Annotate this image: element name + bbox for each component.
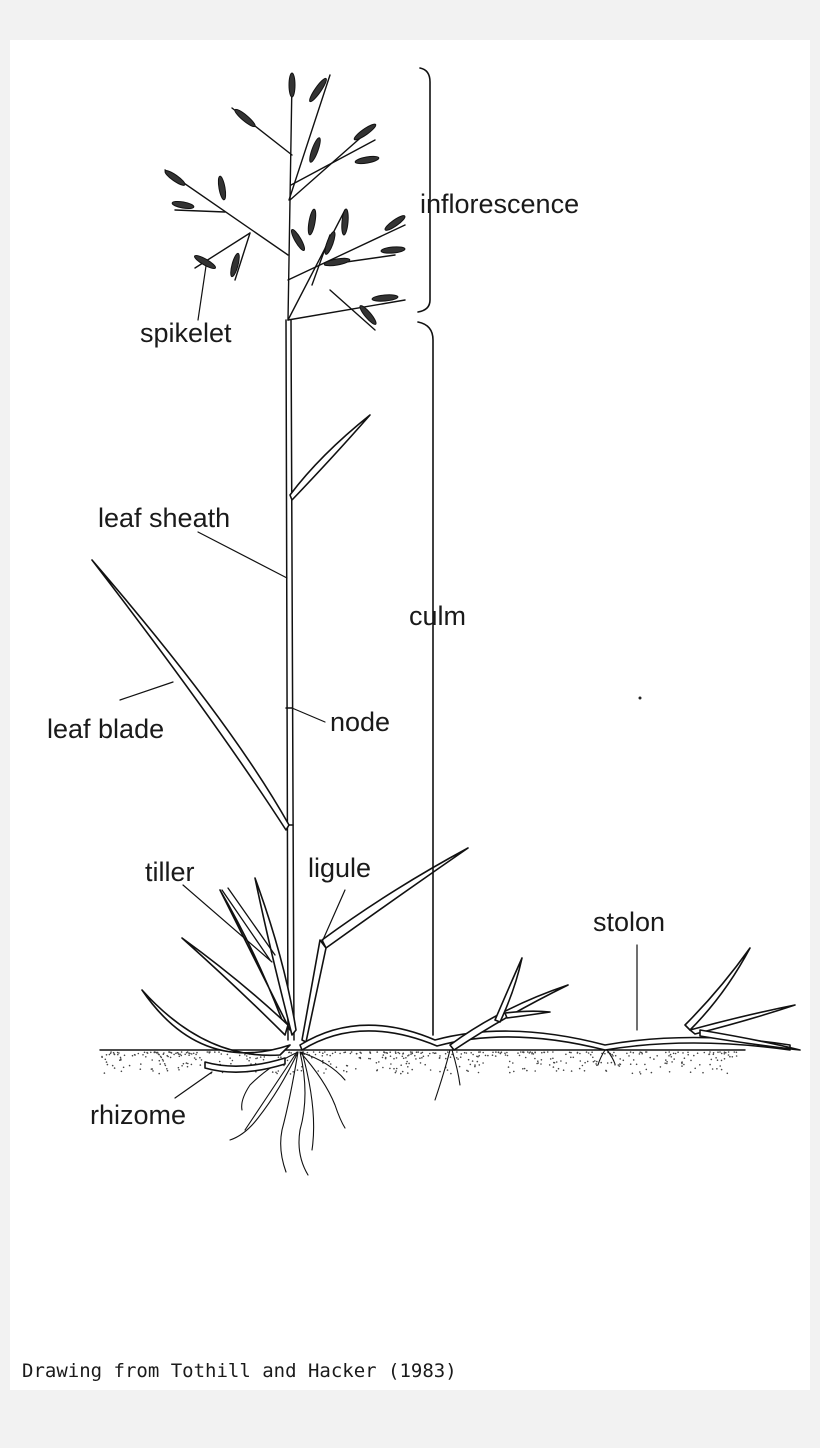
roots [229,1049,616,1176]
label-tiller: tiller [145,857,195,887]
label-rhizome: rhizome [90,1100,186,1130]
label-leaf-sheath: leaf sheath [98,503,230,533]
leaves [91,414,469,1057]
tiller-sheath [221,887,276,961]
leader-lines [119,265,638,1099]
rhizome-drawing [204,1057,286,1073]
figure-caption: Drawing from Tothill and Hacker (1983) [22,1360,457,1382]
label-leaf-blade: leaf blade [47,714,164,744]
brackets [417,67,434,1036]
stray-dot [638,696,642,700]
soil [99,1049,746,1075]
label-ligule: ligule [308,853,371,883]
inflorescence-drawing [164,74,406,331]
labels: inflorescence spikelet leaf sheath culm … [47,189,665,1130]
label-stolon: stolon [593,907,665,937]
culm-stem [285,319,295,1041]
label-inflorescence: inflorescence [420,189,579,219]
label-node: node [330,707,390,737]
spikelets [164,72,406,325]
label-culm: culm [409,601,466,631]
stolon-runner [299,947,801,1051]
diagram-panel [10,40,810,1390]
label-spikelet: spikelet [140,318,232,348]
